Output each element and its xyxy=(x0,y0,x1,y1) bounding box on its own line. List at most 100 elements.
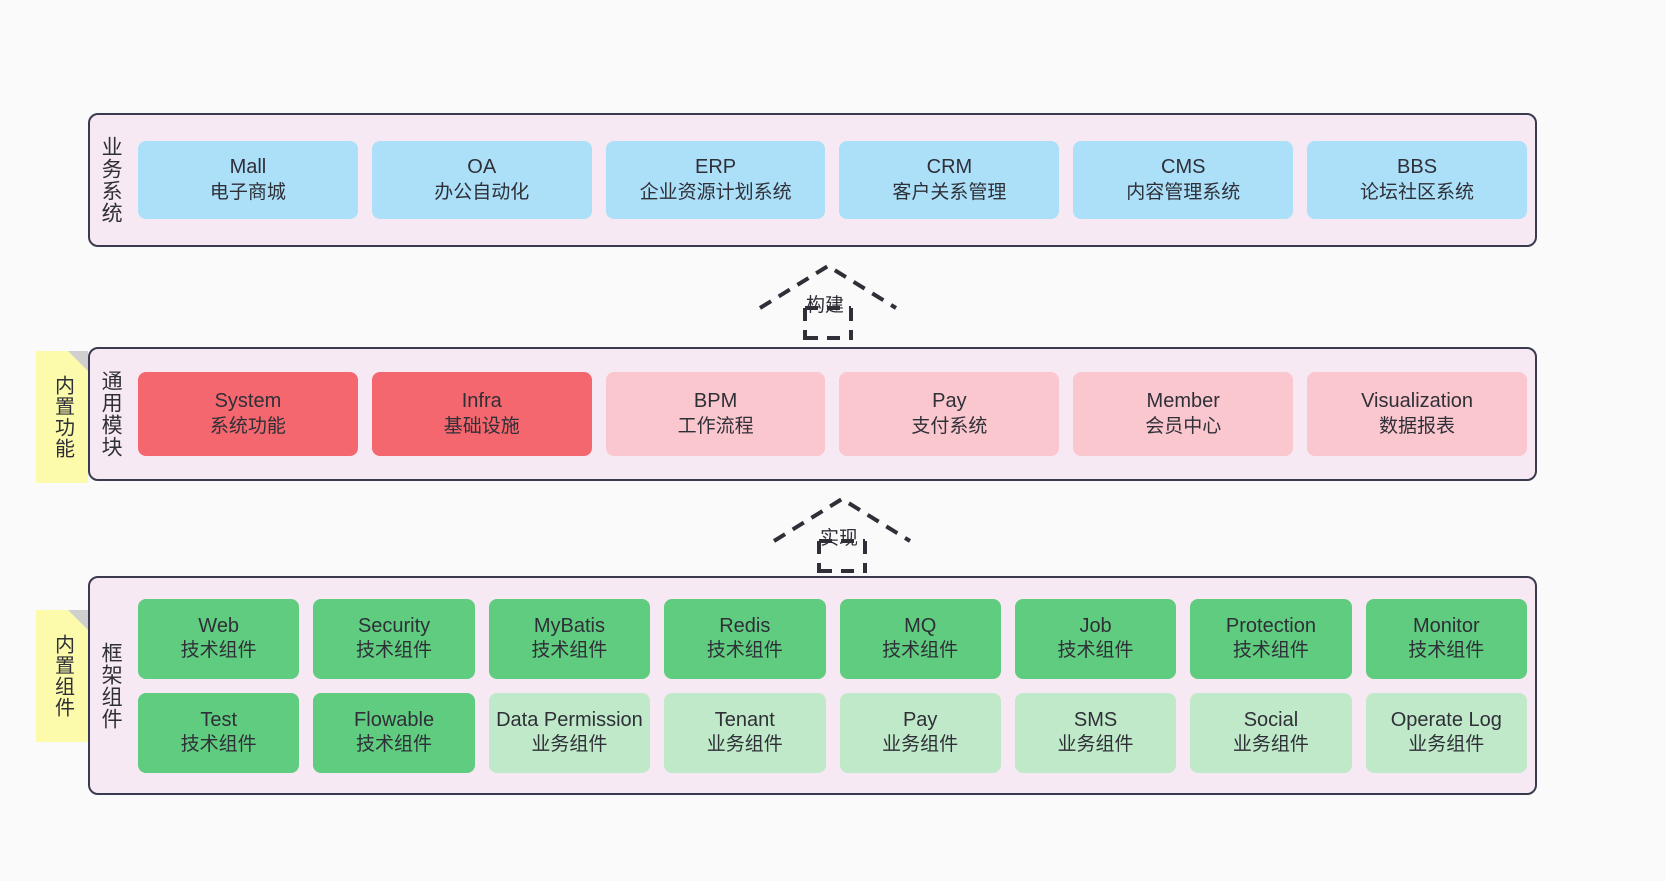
sticky-note-builtin-components: 内置组件 xyxy=(36,610,88,742)
component-name: Data Permission xyxy=(496,708,643,731)
component-name: Pay xyxy=(932,390,967,413)
component-subtitle: 电子商城 xyxy=(209,181,286,203)
component-name: BPM xyxy=(693,390,738,413)
component-subtitle: 企业资源计划系统 xyxy=(639,181,792,203)
component-name: MQ xyxy=(904,614,937,637)
component-box[interactable]: Web 技术组件 xyxy=(138,598,300,679)
component-subtitle: 技术组件 xyxy=(882,640,959,662)
component-name: Pay xyxy=(902,708,938,731)
sticky-note-builtin-components-label: 内置组件 xyxy=(51,634,74,718)
component-name: Monitor xyxy=(1412,614,1480,637)
component-subtitle: 会员中心 xyxy=(1145,415,1222,437)
arrow-build-icon xyxy=(758,263,898,340)
component-subtitle: 系统功能 xyxy=(209,415,286,437)
component-subtitle: 技术组件 xyxy=(180,640,257,662)
component-subtitle: 业务组件 xyxy=(1057,734,1134,756)
component-box[interactable]: Tenant 业务组件 xyxy=(664,692,826,773)
component-box[interactable]: Social 业务组件 xyxy=(1190,692,1352,773)
component-name: ERP xyxy=(695,156,737,179)
component-subtitle: 技术组件 xyxy=(356,640,433,662)
component-name: Operate Log xyxy=(1390,708,1502,731)
sticky-note-builtin-features: 内置功能 xyxy=(36,351,88,483)
component-box[interactable]: Redis 技术组件 xyxy=(664,598,826,679)
component-name: Job xyxy=(1079,614,1112,637)
component-name: Tenant xyxy=(714,708,775,731)
component-subtitle: 客户关系管理 xyxy=(892,181,1007,203)
component-name: Flowable xyxy=(354,708,435,731)
component-box[interactable]: Pay 业务组件 xyxy=(839,692,1001,773)
component-subtitle: 技术组件 xyxy=(1232,640,1309,662)
component-subtitle: 内容管理系统 xyxy=(1126,181,1241,203)
layer-modules-label: 通用模块 xyxy=(99,370,123,458)
component-subtitle: 基础设施 xyxy=(443,415,520,437)
component-subtitle: 技术组件 xyxy=(706,640,783,662)
component-name: SMS xyxy=(1073,708,1118,731)
component-name: System xyxy=(214,390,282,413)
component-subtitle: 业务组件 xyxy=(882,734,959,756)
component-subtitle: 办公自动化 xyxy=(434,181,530,203)
component-box[interactable]: Security 技术组件 xyxy=(313,598,475,679)
arrow-implement: 实现 xyxy=(772,495,912,573)
arrow-build: 构建 xyxy=(758,262,898,340)
component-name: Web xyxy=(198,614,240,637)
component-name: MyBatis xyxy=(533,614,605,637)
component-name: Member xyxy=(1146,390,1220,413)
component-name: Mall xyxy=(229,156,267,179)
component-name: OA xyxy=(467,156,497,179)
component-name: Security xyxy=(357,614,431,637)
component-box[interactable]: Protection 技术组件 xyxy=(1190,598,1352,679)
component-subtitle: 技术组件 xyxy=(180,734,257,756)
component-name: Social xyxy=(1243,708,1299,731)
sticky-fold-icon xyxy=(68,610,88,630)
component-subtitle: 技术组件 xyxy=(531,640,608,662)
component-box[interactable]: Flowable 技术组件 xyxy=(313,692,475,773)
component-name: BBS xyxy=(1397,156,1438,179)
component-subtitle: 支付系统 xyxy=(911,415,988,437)
component-box[interactable]: MyBatis 技术组件 xyxy=(488,598,651,679)
component-name: CMS xyxy=(1161,156,1206,179)
component-name: Protection xyxy=(1225,614,1316,637)
layer-framework-label: 框架组件 xyxy=(99,641,123,730)
component-name: Visualization xyxy=(1361,390,1474,413)
component-box[interactable]: SMS 业务组件 xyxy=(1014,692,1177,773)
component-box[interactable]: Monitor 技术组件 xyxy=(1365,598,1527,679)
component-name: Redis xyxy=(719,614,771,637)
arrow-build-label: 构建 xyxy=(806,295,845,316)
component-subtitle: 技术组件 xyxy=(1408,640,1485,662)
component-subtitle: 业务组件 xyxy=(1232,734,1309,756)
arrow-implement-icon xyxy=(772,496,912,573)
component-box[interactable]: MQ 技术组件 xyxy=(839,598,1001,679)
component-name: Infra xyxy=(461,390,502,413)
component-subtitle: 数据报表 xyxy=(1379,415,1456,437)
component-subtitle: 工作流程 xyxy=(677,415,754,437)
component-subtitle: 技术组件 xyxy=(356,734,433,756)
component-subtitle: 业务组件 xyxy=(706,734,783,756)
